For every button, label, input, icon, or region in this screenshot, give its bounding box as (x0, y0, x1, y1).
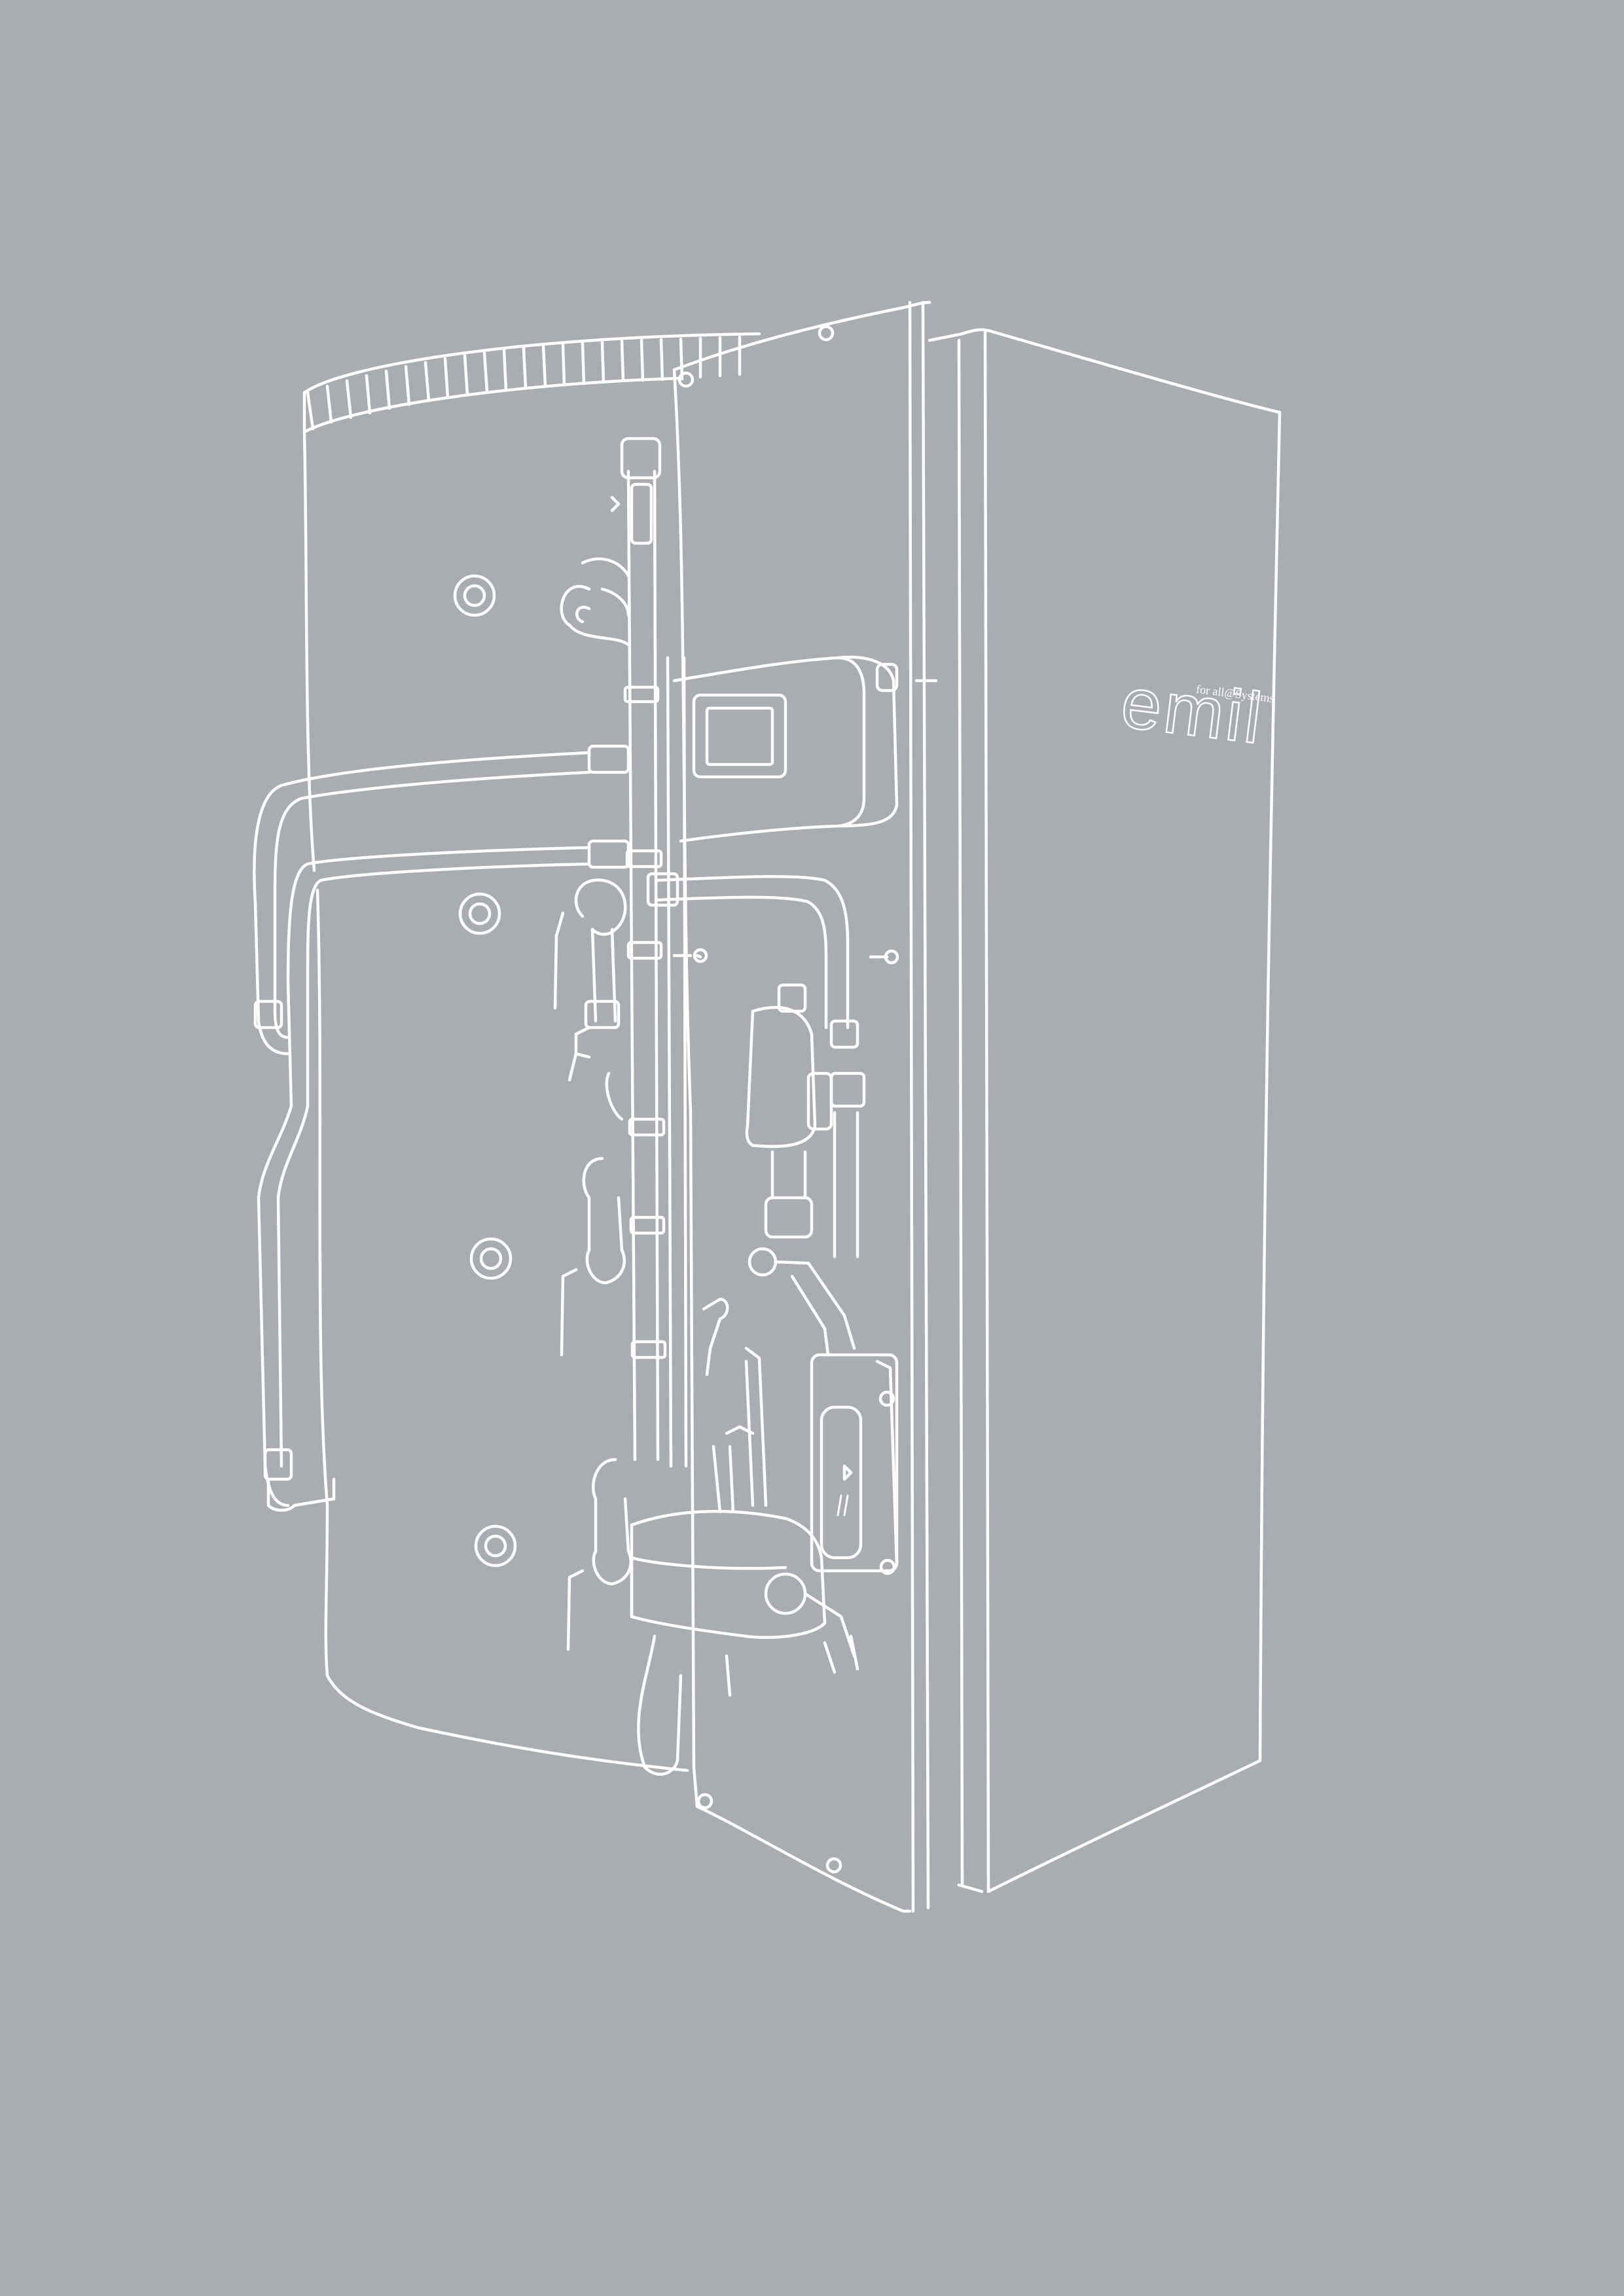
pipe-runs (587, 437, 899, 1468)
pump-housing (745, 1005, 817, 1148)
storage-tank (302, 332, 761, 1772)
tank-flange-middle (469, 1237, 513, 1280)
heat-pump-cabinet (928, 328, 1282, 1893)
tank-flange-top (453, 574, 496, 617)
handwheel-upper (748, 1247, 778, 1277)
flow-meter-box (810, 1353, 899, 1573)
valve-top (620, 437, 662, 480)
controller-knob (875, 662, 899, 692)
tank-flange-lower (474, 1524, 517, 1568)
pipe-coupling-left-top (253, 999, 283, 1030)
manifold-housing (630, 1509, 827, 1640)
upper-elbow (560, 557, 630, 647)
handwheel-lower (764, 1572, 807, 1615)
drain-valves (553, 878, 633, 1651)
tank-ribbed-top (306, 335, 742, 431)
controller-unit (672, 655, 938, 843)
pump-and-valves (630, 983, 899, 1776)
external-pipe-loop (253, 751, 591, 1512)
brand-logo-text: emil (1117, 662, 1269, 759)
brand-logo: for all@Systems emil (1116, 661, 1274, 760)
tank-flange-upper (458, 892, 501, 935)
pipe-coupling-left-bottom (263, 1448, 293, 1481)
controller-display (692, 693, 787, 779)
hydraulic-panel (672, 300, 931, 1913)
